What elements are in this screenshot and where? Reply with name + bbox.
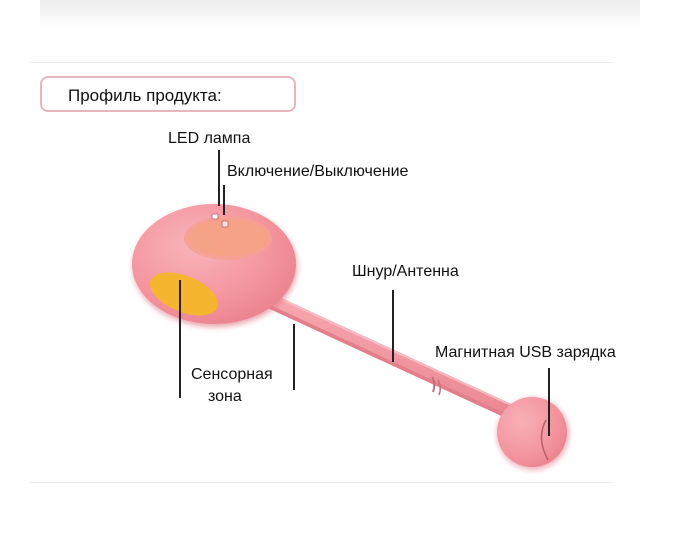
sensor-pointer-left [179, 280, 181, 398]
sensor-zone [149, 272, 219, 316]
cord [262, 292, 534, 424]
usb-charging-port [540, 419, 549, 461]
sensor-pointer-right [293, 324, 295, 390]
top-fade-band [40, 0, 640, 30]
sensor-zone-label-line2: зона [208, 388, 242, 405]
page-title: Профиль продукта: [68, 86, 222, 105]
usb-charging-ball [497, 397, 567, 467]
cord-label: Шнур/Антенна [352, 263, 459, 280]
magnetic-usb-label: Магнитная USB зарядка [435, 344, 616, 361]
cord-highlight [269, 293, 527, 413]
usb-pointer [548, 368, 550, 436]
top-divider [30, 62, 612, 63]
led-lamp-icon [211, 213, 219, 220]
cord-ring-2 [437, 379, 442, 396]
power-pointer [223, 185, 225, 215]
top-highlight-inner [188, 220, 268, 256]
led-lamp-pointer [218, 150, 220, 206]
bottom-divider [30, 482, 612, 483]
title-box: Профиль продукта: [40, 76, 296, 112]
power-label: Включение/Выключение [227, 163, 409, 180]
led-lamp-label: LED лампа [168, 130, 251, 147]
sensor-zone-label-line1: Сенсорная [191, 366, 273, 383]
cord-ring [431, 376, 436, 393]
cord-pointer [392, 290, 394, 362]
power-button-icon[interactable] [221, 220, 229, 228]
